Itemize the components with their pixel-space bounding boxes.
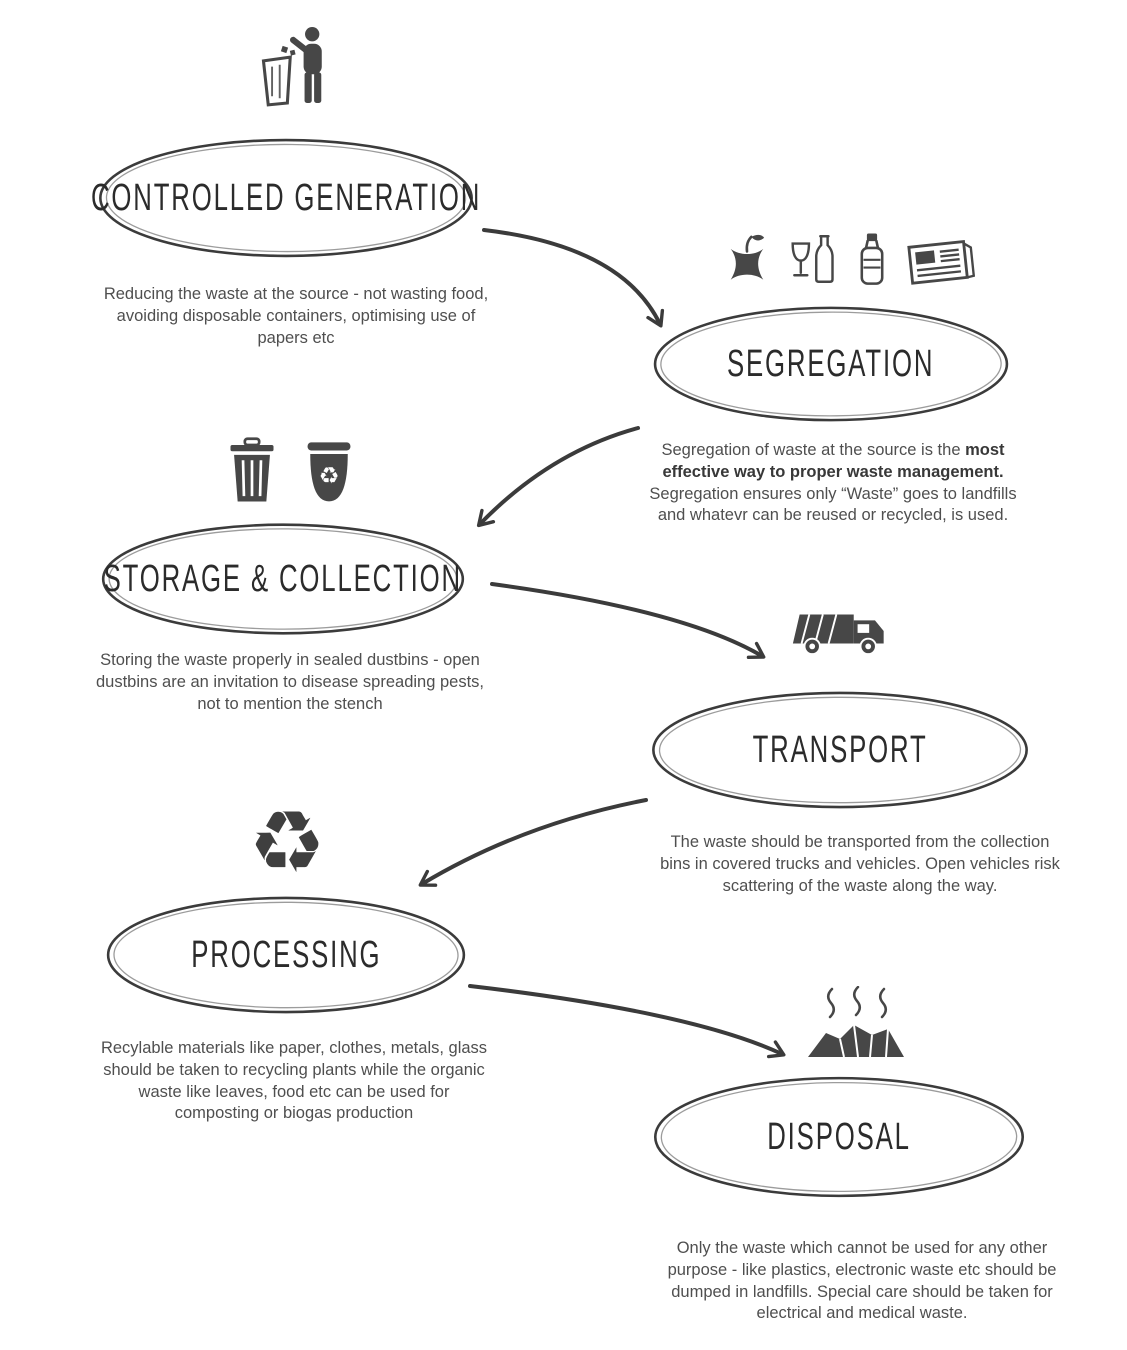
- arrow-generation-to-segregation: [482, 228, 665, 328]
- newspaper-icon: [907, 240, 976, 285]
- hand-drawn-ellipse: [650, 1073, 1028, 1201]
- arrow-processing-to-disposal: [468, 984, 786, 1059]
- description-disposal: Only the waste which cannot be used for …: [667, 1239, 1057, 1323]
- node-title-transport: TRANSPORT: [752, 728, 928, 771]
- recycle-bin-icon: ♻: [307, 442, 351, 502]
- hand-drawn-ellipse: [103, 893, 469, 1017]
- description-segregation: Segregation of waste at the source is th…: [640, 440, 1026, 527]
- node-controlled-generation: CONTROLLED GENERATION: [90, 135, 482, 261]
- trash-bin-icon: [230, 437, 274, 502]
- description-transport: The waste should be transported from the…: [660, 833, 1060, 895]
- node-transport: TRANSPORT: [648, 688, 1032, 812]
- description-storage-collection: Storing the waste properly in sealed dus…: [96, 651, 484, 713]
- smoking-waste-pile-icon: [808, 986, 904, 1058]
- description-text: Segregation ensures only “Waste” goes to…: [649, 484, 1017, 525]
- node-disposal: DISPOSAL: [650, 1073, 1028, 1201]
- storage-icons: ♻: [220, 428, 360, 510]
- water-bottle-icon: [860, 233, 884, 285]
- recycling-symbol-icon: ♻: [248, 793, 326, 893]
- hand-drawn-ellipse: [98, 520, 468, 638]
- node-title-segregation: SEGREGATION: [727, 342, 935, 385]
- svg-text:♻: ♻: [319, 463, 340, 490]
- node-processing: PROCESSING: [103, 893, 469, 1017]
- segregation-icons: [720, 224, 980, 290]
- arrow-storage-to-transport: [490, 582, 766, 660]
- arrow-segregation-to-storage: [476, 426, 640, 528]
- description-processing: Recylable materials like paper, clothes,…: [100, 1039, 488, 1123]
- node-title-disposal: DISPOSAL: [767, 1115, 911, 1158]
- description-text: Segregation of waste at the source is th…: [661, 441, 966, 459]
- node-title-storage-collection: STORAGE & COLLECTION: [103, 557, 463, 600]
- description-bold-text: most effective way to proper waste manag…: [662, 441, 1005, 481]
- node-title-controlled-generation: CONTROLLED GENERATION: [90, 176, 482, 219]
- arrow-transport-to-processing: [418, 798, 648, 887]
- description-controlled-generation: Reducing the waste at the source - not w…: [103, 285, 489, 347]
- wine-glass-and-bottle-icon: [791, 235, 834, 283]
- garbage-truck-icon: [792, 614, 884, 656]
- hand-drawn-ellipse: [648, 688, 1032, 812]
- hand-drawn-ellipse: [95, 135, 477, 261]
- apple-core-icon: [730, 234, 765, 280]
- node-storage-collection: STORAGE & COLLECTION: [98, 520, 468, 638]
- node-segregation: SEGREGATION: [650, 303, 1012, 425]
- node-title-processing: PROCESSING: [190, 933, 382, 976]
- hand-drawn-ellipse: [650, 303, 1012, 425]
- person-throwing-trash-icon: [261, 27, 322, 107]
